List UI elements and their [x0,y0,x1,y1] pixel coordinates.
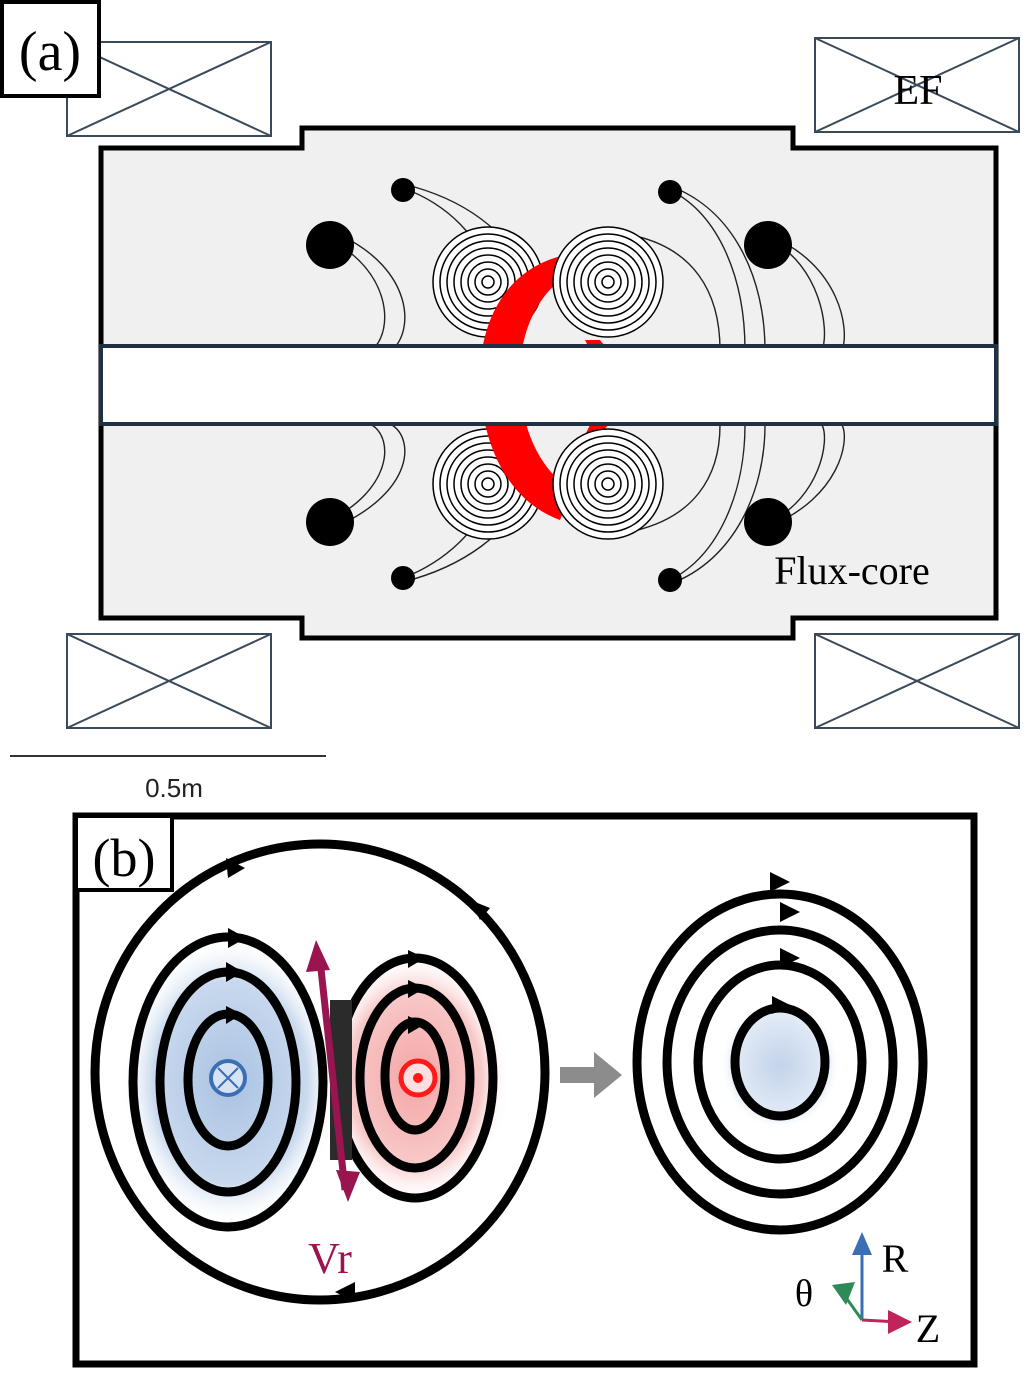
panel-b-label-box: (b) [74,814,174,892]
transition-arrow [560,1052,622,1098]
center-stack [99,344,998,426]
blue-core-marker [209,1059,247,1097]
panel-a: (a) EF Flux-core 0.5m [0,0,1020,803]
field-line-arrowheads [226,858,800,1302]
pf-coil-dots [306,178,792,592]
scale-label: 0.5m [145,773,203,803]
theta-axis-label: θ [795,1273,813,1315]
panel-b-label: (b) [93,828,156,888]
plasma-ring [479,255,582,520]
vr-arrow [306,940,360,1202]
panel-a-label: (a) [19,21,81,83]
z-axis-label: Z [916,1306,940,1351]
flux-core-label: Flux-core [774,548,930,593]
axis-indicator [832,1232,912,1334]
ef-label: EF [893,68,942,114]
ef-coil-bottom-left [66,633,272,729]
ef-coil-top-right [814,37,1020,133]
ef-coil-bottom-right [814,633,1020,729]
red-core-marker [398,1058,438,1098]
panel-b: Vr R θ Z (b) [72,812,978,1368]
flux-core-right-top [552,226,664,338]
merged-spheromak-rings [632,889,928,1235]
flux-core-right-bottom [552,428,664,540]
r-axis-label: R [882,1236,909,1281]
panel-a-label-box: (a) [0,0,101,98]
outer-field-line [90,839,550,1305]
vr-label: Vr [308,1234,352,1283]
